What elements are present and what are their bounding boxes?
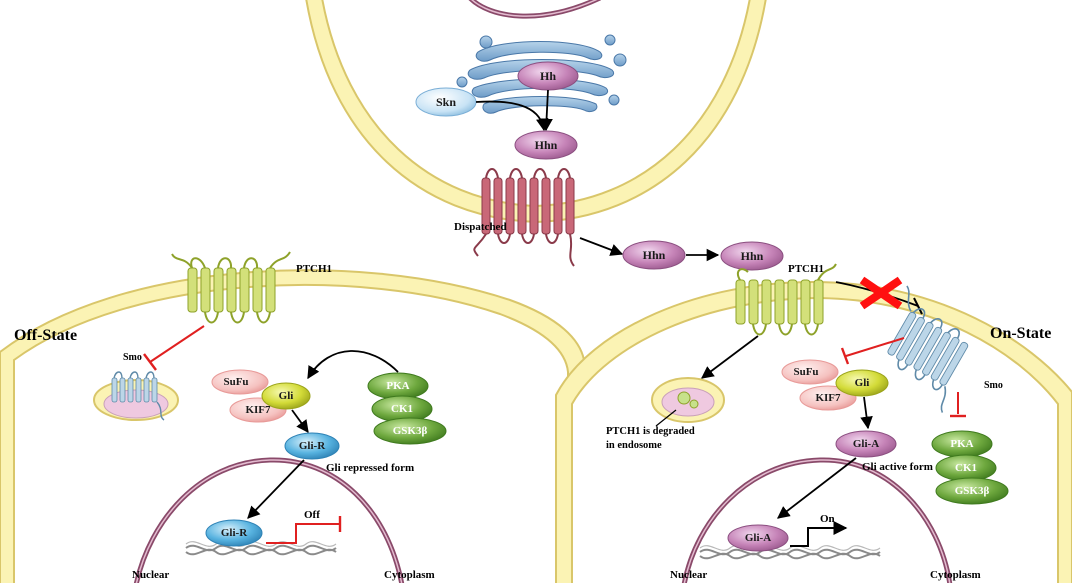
gsk3b-on-label: GSK3β xyxy=(955,485,990,497)
gsk3b-on xyxy=(935,477,1009,505)
sufu-off-label: SuFu xyxy=(223,376,248,388)
gli-a-nuclear xyxy=(727,524,789,552)
on-promoter xyxy=(790,521,848,547)
gli-r-cytoplasm xyxy=(284,432,340,460)
ptch1-on-label: PTCH1 xyxy=(788,263,824,275)
smo-inhibits-sufu xyxy=(845,337,905,357)
hhn-bound-label: Hhn xyxy=(741,249,764,263)
pka-on-label: PKA xyxy=(950,438,973,450)
hhn-bound xyxy=(720,241,784,271)
pka-off-label: PKA xyxy=(386,380,409,392)
dispatched-label: Dispatched xyxy=(454,221,507,233)
gsk3b-off xyxy=(373,417,447,445)
gli-r-nuclear xyxy=(205,519,263,547)
dispatched-to-hhn-arrow xyxy=(579,237,624,256)
kif7-off-label: KIF7 xyxy=(245,404,271,416)
on-nuclear-label: Nuclear xyxy=(670,569,707,581)
endosome-caption-line1: PTCH1 is degraded xyxy=(606,426,695,437)
ptch1-inhibits-smo-off xyxy=(149,325,205,363)
gli-a-cytoplasm-label: Gli-A xyxy=(853,438,879,450)
gli-r-caption: Gli repressed form xyxy=(326,462,414,474)
ptch1-off-label: PTCH1 xyxy=(296,263,332,275)
ck1-off-label: CK1 xyxy=(391,403,413,415)
gsk3b-off-label: GSK3β xyxy=(393,425,428,437)
gli-to-glia-arrow xyxy=(860,396,873,430)
block-cross xyxy=(859,276,903,310)
sufu-off xyxy=(211,369,269,395)
ptch1-to-endosome-arrow xyxy=(700,335,759,379)
on-cytoplasm-label: Cytoplasm xyxy=(930,569,981,581)
off-nuclear-label: Nuclear xyxy=(132,569,169,581)
ptch1-on xyxy=(735,263,837,336)
off-promoter xyxy=(266,523,340,544)
ck1-on-label: CK1 xyxy=(955,462,977,474)
gli-a-caption: Gli active form xyxy=(862,461,933,473)
kinases-to-gli-arrow xyxy=(307,350,399,380)
off-cytoplasm-label: Cytoplasm xyxy=(384,569,435,581)
hhn-secreting-label: Hhn xyxy=(535,138,558,152)
smo-on-label: Smo xyxy=(984,380,1003,391)
kif7-on-label: KIF7 xyxy=(815,392,841,404)
gli-a-nuclear-label: Gli-A xyxy=(745,532,771,544)
gli-r-cytoplasm-label: Gli-R xyxy=(299,440,326,452)
off-transcription-label: Off xyxy=(304,509,320,521)
on-transcription-label: On xyxy=(820,513,835,525)
dispatched-protein xyxy=(473,168,575,267)
hhn-secreting xyxy=(514,130,578,160)
dna-off xyxy=(185,541,337,556)
dna-on xyxy=(699,545,881,560)
gli-off xyxy=(261,382,311,410)
sufu-on-label: SuFu xyxy=(793,366,818,378)
ptch1-off xyxy=(171,251,291,324)
sufu-on xyxy=(781,359,839,385)
gli-a-cytoplasm xyxy=(835,430,897,458)
gli-r-nuclear-label: Gli-R xyxy=(221,527,248,539)
glia-to-nucleus-arrow xyxy=(777,457,857,519)
glir-to-nucleus-arrow xyxy=(247,459,305,519)
gli-on-label: Gli xyxy=(855,377,870,389)
gli-on xyxy=(835,369,889,397)
hhn-extracellular xyxy=(622,240,686,270)
smo-on xyxy=(887,285,969,413)
endosome-caption-line2: in endosome xyxy=(606,440,662,451)
skn-label: Skn xyxy=(436,95,456,109)
gli-off-label: Gli xyxy=(279,390,294,402)
hh-to-hhn-arrow xyxy=(540,89,553,132)
hh-label: Hh xyxy=(540,69,556,83)
on-state-title: On-State xyxy=(990,325,1051,342)
off-state-title: Off-State xyxy=(14,327,77,344)
gli-to-glir-arrow xyxy=(291,409,309,434)
secreting-cell xyxy=(305,0,767,224)
smo-off xyxy=(111,371,165,421)
off-state-cell xyxy=(0,269,585,583)
kif7-on xyxy=(799,385,857,411)
hhn-extracellular-label: Hhn xyxy=(643,248,666,262)
smo-off-label: Smo xyxy=(123,352,142,363)
